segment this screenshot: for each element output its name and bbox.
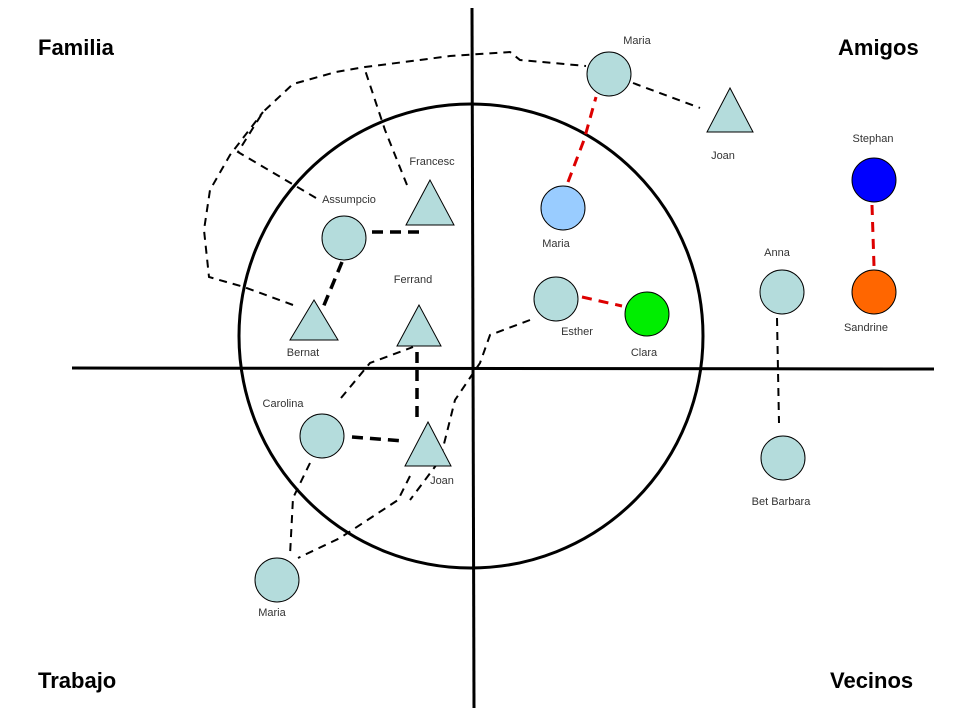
node-stephan[interactable] [851,157,897,203]
tie-francesc-maria [364,69,408,186]
tie-esther-clara [581,295,623,308]
vertical-axis [470,7,476,709]
node-joan-friend[interactable] [706,86,754,133]
node-joan-work[interactable] [404,420,452,467]
node-bernat[interactable] [289,299,339,341]
label-clara: Clara [631,347,658,359]
inner-circle [237,102,705,570]
quadrant-label-vecinos: Vecinos [830,668,914,693]
label-bernat: Bernat [287,347,319,359]
node-maria-work[interactable] [254,557,300,603]
label-maria-center: Maria [542,238,570,250]
weak-ties [202,50,780,559]
node-maria-friend[interactable] [586,51,632,97]
node-bet-barbara[interactable] [760,435,806,481]
node-ferrand[interactable] [396,303,442,347]
strong-ties [320,230,420,443]
label-francesc: Francesc [409,156,455,168]
tie-assumpcio-bernat [320,261,344,311]
node-francesc[interactable] [405,178,455,226]
label-joan-friend: Joan [711,150,735,162]
label-esther: Esther [561,326,593,338]
nodes [254,51,897,603]
tie-assumpcio-maria [236,50,587,199]
label-assumpcio: Assumpcio [322,194,376,206]
node-carolina[interactable] [299,413,345,459]
node-clara[interactable] [624,291,670,337]
tie-stephan-sandrine [870,204,876,267]
label-anna: Anna [764,247,791,259]
node-labels: Assumpcio Francesc Ferrand Bernat Caroli… [258,35,893,619]
quadrant-label-familia: Familia [38,35,114,60]
label-stephan: Stephan [853,133,894,145]
tie-joan-mariawork [297,475,411,559]
label-sandrine: Sandrine [844,322,888,334]
tie-mariacenter-mariafriend [566,96,598,183]
label-bet-barbara: Bet Barbara [752,496,812,508]
tie-carolina-joan [351,435,405,443]
label-carolina: Carolina [263,398,305,410]
tie-esther-mariawork [409,319,531,501]
node-assumpcio[interactable] [321,215,367,261]
tie-maria-joan [632,82,701,109]
node-anna[interactable] [759,269,805,315]
tie-carolina-ferrand [340,346,414,399]
node-esther[interactable] [533,276,579,322]
conflict-ties [566,96,876,308]
label-ferrand: Ferrand [394,274,433,286]
tie-bernat-maria [202,111,294,306]
horizontal-axis [71,366,935,371]
node-sandrine[interactable] [851,269,897,315]
quadrant-label-amigos: Amigos [838,35,919,60]
label-maria-friend: Maria [623,35,651,47]
node-maria-center[interactable] [540,185,586,231]
tie-anna-barbara [776,317,780,424]
quadrant-label-trabajo: Trabajo [38,668,117,693]
tie-carolina-mariawork [289,462,311,556]
label-maria-work: Maria [258,607,286,619]
label-joan-work: Joan [430,475,454,487]
